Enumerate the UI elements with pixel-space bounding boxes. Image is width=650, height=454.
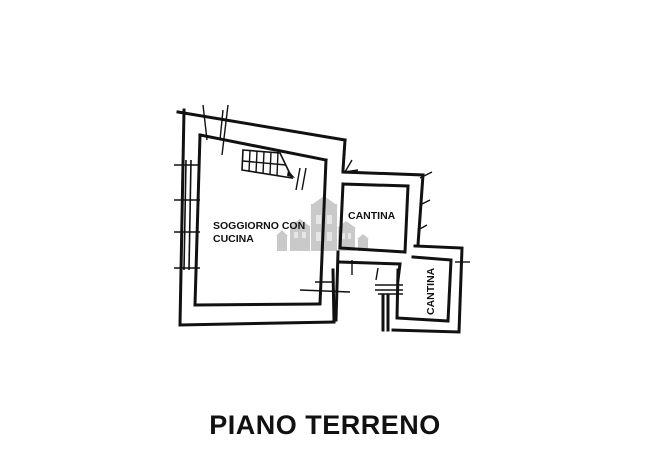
staircase-icon — [241, 149, 307, 191]
room-label-cantina-2: CANTINA — [425, 267, 437, 315]
room-label-soggiorno-1: SOGGIORNO CON — [213, 220, 305, 232]
walls-hall — [334, 250, 403, 332]
walls-main — [174, 104, 351, 327]
walls-cantina-1 — [338, 159, 433, 254]
room-label-soggiorno-2: CUCINA — [213, 233, 254, 245]
room-label-cantina-1: CANTINA — [348, 210, 396, 222]
floor-title: PIANO TERRENO — [209, 410, 441, 440]
walls-cantina-2 — [391, 244, 470, 334]
